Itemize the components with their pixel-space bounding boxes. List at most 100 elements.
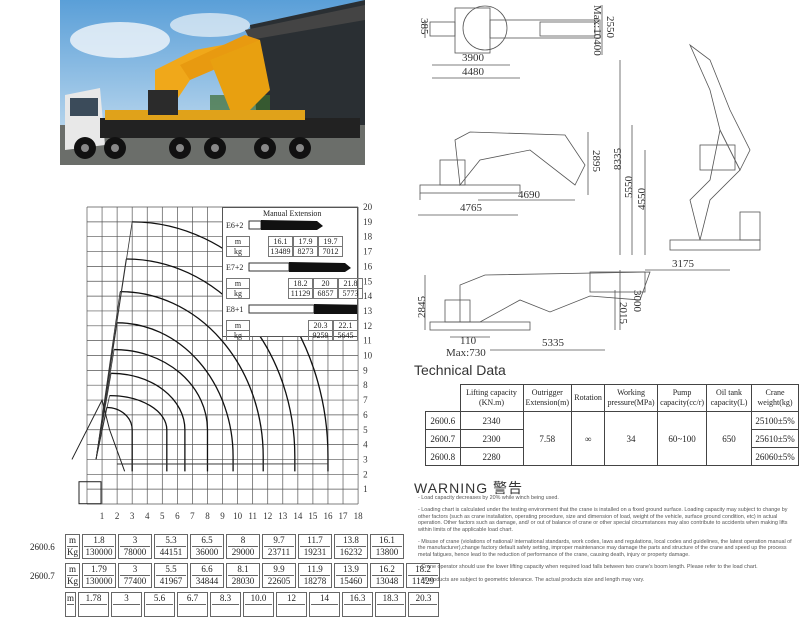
x-tick-label: 4 — [145, 511, 150, 521]
manual-extension-title: Manual Extension — [263, 209, 322, 218]
extension-name: E7+2 — [226, 263, 244, 272]
weight-cell: 25610±5% — [751, 429, 800, 448]
kg-label — [67, 604, 75, 605]
dimension-drawings — [418, 5, 761, 351]
load-curve — [109, 394, 168, 472]
x-tick-label: 6 — [175, 511, 180, 521]
load-cell: 20.3 — [408, 592, 440, 617]
weight-cell: 25100±5% — [751, 411, 800, 430]
side-view-drawing — [418, 131, 589, 216]
x-tick-label: 11 — [248, 511, 257, 521]
load-cell: 16.3 — [342, 592, 374, 617]
dim-4550: 4550 — [636, 188, 648, 210]
load-value — [146, 604, 174, 605]
reach-value: 3 — [124, 593, 129, 603]
reach-value: 1.8 — [93, 535, 105, 545]
warning-item: - Crane operator should use the lower li… — [418, 564, 758, 571]
load-value: 7012 — [319, 246, 342, 256]
load-curve — [114, 348, 209, 472]
load-value: 18278 — [300, 575, 330, 587]
dim-4765: 4765 — [460, 202, 482, 214]
extension-name: E6+2 — [226, 221, 244, 230]
warning-list: - Load capacity decreases by 20% while w… — [418, 495, 793, 589]
header-lifting: Lifting capacity (KN.m) — [459, 384, 524, 412]
folded-view-drawing — [619, 43, 761, 271]
warning-item: - Misuse of crane (violations of nationa… — [418, 539, 792, 558]
lifting-cell: 2280 — [459, 447, 524, 466]
y-tick-label: 1 — [363, 484, 368, 494]
x-tick-label: 13 — [278, 511, 288, 521]
x-tick-label: 9 — [220, 511, 225, 521]
extension-boom-icon — [248, 262, 351, 272]
kg-label: Kg — [67, 575, 78, 586]
reach-value: 8.3 — [219, 593, 232, 603]
load-curve — [117, 322, 234, 472]
dim-5550: 5550 — [623, 176, 635, 198]
kg-label: kg — [227, 330, 249, 340]
dim-8335: 8335 — [612, 148, 624, 170]
y-tick-label: 8 — [363, 380, 368, 390]
technical-data-title: Technical Data — [414, 362, 506, 378]
load-curve — [120, 290, 264, 472]
dim-3175: 3175 — [672, 258, 694, 270]
x-tick-label: 1 — [100, 511, 105, 521]
model-cell: 2600.7 — [425, 429, 461, 448]
unit-cell: m — [65, 592, 77, 617]
load-value: 22605 — [264, 575, 294, 587]
warning-item: - All products are subject to geometric … — [418, 576, 645, 583]
x-tick-label: 3 — [130, 511, 135, 521]
dim-3900: 3900 — [462, 52, 484, 64]
dim-3000: 3000 — [631, 290, 643, 312]
crane-column-icon — [71, 398, 126, 472]
x-tick-label: 18 — [354, 511, 364, 521]
reach-value: 16.1 — [379, 535, 395, 545]
model-cell: 2600.6 — [425, 411, 461, 430]
x-tick-label: 14 — [293, 511, 303, 521]
kg-label: kg — [227, 246, 249, 256]
x-tick-label: 10 — [233, 511, 243, 521]
x-tick-label: 8 — [205, 511, 210, 521]
y-tick-label: 18 — [363, 232, 373, 242]
reach-value: 22.1 — [338, 321, 353, 330]
load-cell: 3 — [111, 592, 143, 617]
load-value: 13800 — [372, 546, 402, 558]
load-value — [212, 604, 240, 605]
dim-max-10400: Max:10400 — [591, 5, 603, 56]
y-tick-label: 13 — [363, 306, 373, 316]
model-label: 2600.6 — [30, 542, 55, 552]
y-tick-label: 10 — [363, 351, 373, 361]
dim-max-730: Max:730 — [446, 347, 486, 359]
load-value: 11429 — [408, 575, 438, 587]
y-tick-label: 20 — [363, 202, 373, 212]
x-tick-label: 15 — [308, 511, 318, 521]
reach-value: 20.3 — [313, 321, 328, 330]
header-weight: Crane weight(kg) — [751, 384, 800, 412]
load-cell: 14 — [309, 592, 341, 617]
reach-value: 9.7 — [273, 535, 285, 545]
load-value: 41967 — [156, 575, 186, 587]
extension-boom-icon — [248, 304, 357, 314]
m-label: m — [234, 321, 242, 330]
reach-value: 20 — [321, 279, 330, 288]
reach-value: 11.9 — [307, 564, 323, 574]
load-cell: 8.3 — [210, 592, 242, 617]
m-label: m — [234, 237, 242, 246]
reach-value: 8.1 — [237, 564, 249, 574]
load-value — [80, 604, 108, 605]
load-value: 6857 — [314, 288, 337, 298]
load-value: 28030 — [228, 575, 258, 587]
